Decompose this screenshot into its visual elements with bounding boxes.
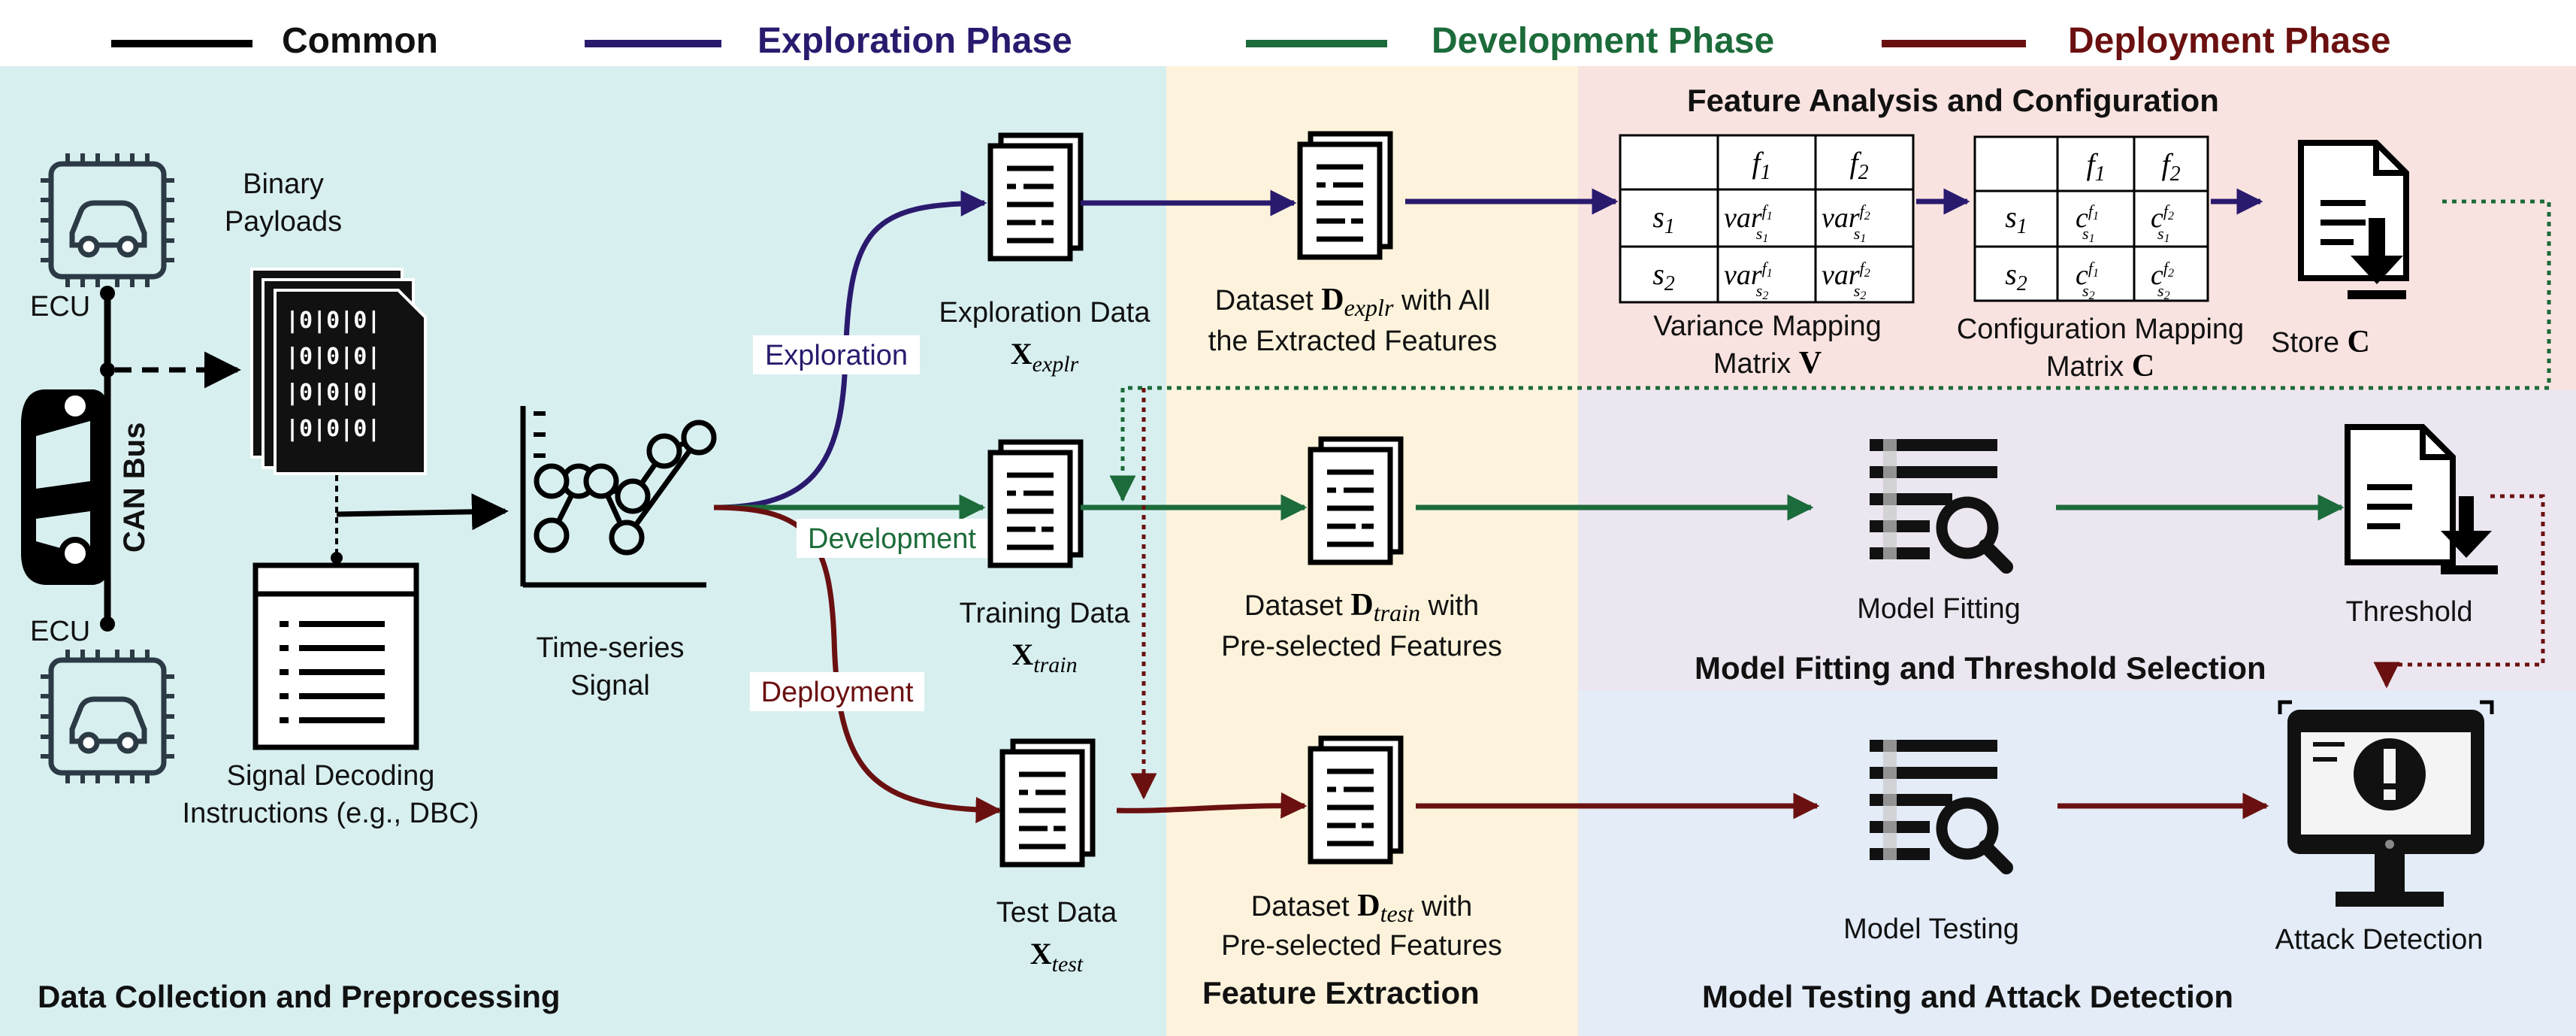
- training-data-doc-icon: [990, 442, 1081, 565]
- config-feedback-line-green: [1120, 199, 2551, 507]
- binary-row-3: |0|0|0|: [286, 380, 380, 406]
- training-data-label: Training Data: [960, 598, 1131, 629]
- branch-label-deployment: Deployment: [761, 677, 914, 708]
- training-data-symbol: Xtrain: [1011, 638, 1077, 677]
- dataset-test-doc-icon: [1311, 738, 1401, 862]
- exploration-data-doc-icon: [990, 135, 1081, 259]
- dataset-explr-doc-icon: [1300, 134, 1390, 257]
- dataset-train-label-2: Pre-selected Features: [1221, 631, 1502, 662]
- time-series-label-1: Time-series: [536, 632, 684, 664]
- section-title-feature-analysis: Feature Analysis and Configuration: [1687, 83, 2219, 118]
- variance-row-s2: s2: [1652, 257, 1675, 295]
- legend-exploration-label: Exploration Phase: [757, 21, 1072, 61]
- dataset-test-label-2: Pre-selected Features: [1221, 930, 1502, 962]
- can-bus-label: CAN Bus: [118, 423, 151, 553]
- test-data-label: Test Data: [996, 897, 1117, 928]
- branch-label-development: Development: [808, 523, 976, 555]
- dataset-train-doc-icon: [1311, 439, 1401, 562]
- binary-payloads-label-1: Binary: [243, 168, 324, 200]
- arrow-test-to-dataset: [1116, 792, 1308, 819]
- legend-deployment-label: Deployment Phase: [2068, 21, 2390, 61]
- test-data-symbol: Xtest: [1030, 937, 1084, 977]
- attack-detection-label: Attack Detection: [2275, 924, 2484, 956]
- model-fitting-label: Model Fitting: [1857, 593, 2021, 625]
- config-caption-2: Matrix C: [2046, 349, 2154, 383]
- binary-payloads-label-2: Payloads: [225, 206, 342, 238]
- legend-common-label: Common: [282, 21, 438, 61]
- ecu-label-bottom: ECU: [30, 616, 90, 647]
- branch-label-exploration-bg: [753, 335, 920, 374]
- section-title-data-collection: Data Collection and Preprocessing: [38, 979, 561, 1014]
- variance-row-s1: s1: [1652, 200, 1675, 238]
- threshold-label: Threshold: [2346, 596, 2473, 628]
- exploration-data-symbol: Xexplr: [1011, 337, 1079, 377]
- dataset-explr-label-1: Dataset Dexplr with All: [1215, 283, 1490, 321]
- section-title-feature-extraction: Feature Extraction: [1202, 975, 1480, 1010]
- arrow-deployment-branch: [713, 504, 1002, 823]
- exploration-data-label: Exploration Data: [939, 297, 1151, 329]
- store-label: Store C: [2271, 325, 2370, 359]
- car-icon: [21, 389, 107, 585]
- branch-label-deployment-bg: [750, 672, 924, 711]
- store-config-icon: [2301, 143, 2406, 299]
- config-row-s1: s1: [2005, 200, 2027, 238]
- legend-development-label: Development Phase: [1432, 21, 1774, 61]
- section-title-model-testing: Model Testing and Attack Detection: [1702, 979, 2233, 1014]
- signal-decoding-label-1: Signal Decoding: [227, 760, 435, 792]
- dataset-explr-label-2: the Extracted Features: [1208, 326, 1497, 357]
- binary-row-1: |0|0|0|: [286, 307, 380, 334]
- branch-label-exploration: Exploration: [765, 340, 908, 371]
- binary-payloads-icon: |0|0|0| |0|0|0| |0|0|0| |0|0|0|: [250, 268, 427, 475]
- threshold-icon: [2348, 427, 2498, 574]
- variance-caption-2: Matrix V: [1713, 346, 1822, 380]
- binary-row-2: |0|0|0|: [286, 344, 380, 370]
- signal-decoding-label-2: Instructions (e.g., DBC): [183, 798, 479, 829]
- config-row-s2: s2: [2005, 257, 2027, 295]
- signal-decoding-icon: [252, 562, 419, 750]
- model-testing-label: Model Testing: [1843, 913, 2019, 945]
- branch-label-development-bg: [797, 519, 987, 558]
- time-series-label-2: Signal: [570, 670, 650, 701]
- test-data-doc-icon: [1002, 741, 1093, 865]
- ecu-label-top: ECU: [30, 291, 90, 323]
- variance-caption-1: Variance Mapping: [1653, 310, 1881, 342]
- config-caption-1: Configuration Mapping: [1957, 314, 2244, 345]
- attack-detection-monitor-icon: [2278, 700, 2494, 907]
- can-bus-network: ECU ECU CAN Bus: [21, 153, 241, 783]
- arrow-decoding-to-signal: [336, 493, 509, 531]
- section-title-model-fitting: Model Fitting and Threshold Selection: [1695, 650, 2266, 686]
- legend: Common Exploration Phase Development Pha…: [111, 21, 2390, 61]
- time-series-chart-icon: [520, 406, 717, 588]
- dataset-test-label-1: Dataset Dtest with: [1251, 889, 1472, 927]
- dataset-train-label-1: Dataset Dtrain with: [1244, 588, 1479, 626]
- binary-row-4: |0|0|0|: [286, 416, 380, 442]
